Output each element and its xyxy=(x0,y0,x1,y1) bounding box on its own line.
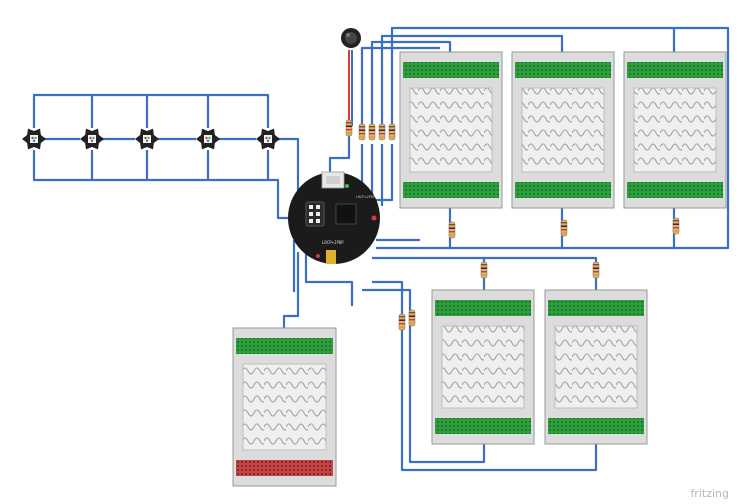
led-3 xyxy=(135,128,159,150)
microcontroller-board: LRCP+JPDP LRCP+JPDP xyxy=(288,171,380,264)
touch-board-6 xyxy=(232,327,337,487)
touch-board-4 xyxy=(431,289,535,445)
led-strip xyxy=(22,128,280,150)
led-4 xyxy=(196,128,220,150)
controller-side-label: LRCP+JPDP xyxy=(356,195,375,199)
resistor-1 xyxy=(345,119,353,137)
lower-wire-2 xyxy=(362,288,486,464)
resistor-10 xyxy=(592,261,600,279)
resistor-12 xyxy=(408,309,416,327)
led-2 xyxy=(80,128,104,150)
resistor-9 xyxy=(480,261,488,279)
resistor-11 xyxy=(398,313,406,331)
led-data-to-controller xyxy=(278,137,300,208)
resistor-2 xyxy=(358,123,366,141)
res-wire-4 xyxy=(390,26,676,126)
touch-board-2 xyxy=(511,51,615,209)
lower-wire-1 xyxy=(372,280,598,472)
resistor-8 xyxy=(672,217,680,235)
led-1 xyxy=(22,128,46,150)
vibration-motor xyxy=(341,28,361,48)
touch-board-1 xyxy=(399,51,503,209)
fritzing-watermark: fritzing xyxy=(690,487,729,500)
led-bus-bottom-wire xyxy=(32,150,296,220)
resistor-5 xyxy=(388,123,396,141)
resistor-4 xyxy=(378,123,386,141)
touch-boards xyxy=(232,51,727,487)
led-bus-top-wire xyxy=(32,93,270,128)
lower-bus xyxy=(372,256,598,290)
resistor-7 xyxy=(560,219,568,237)
res-down-wires-3 xyxy=(376,144,394,202)
controller-label: LRCP+JPDP xyxy=(322,240,344,245)
resistor-3 xyxy=(368,123,376,141)
res-wire-1 xyxy=(328,130,351,176)
res-wire-5 xyxy=(360,46,440,126)
resistors xyxy=(345,119,680,331)
bus-wire xyxy=(376,26,730,250)
motor-wires xyxy=(348,50,353,126)
controller-bottom-wire xyxy=(304,250,354,306)
touch-board-3 xyxy=(623,51,727,209)
resistor-6 xyxy=(448,221,456,239)
touch-board-5 xyxy=(544,289,648,445)
led-5 xyxy=(256,128,280,150)
